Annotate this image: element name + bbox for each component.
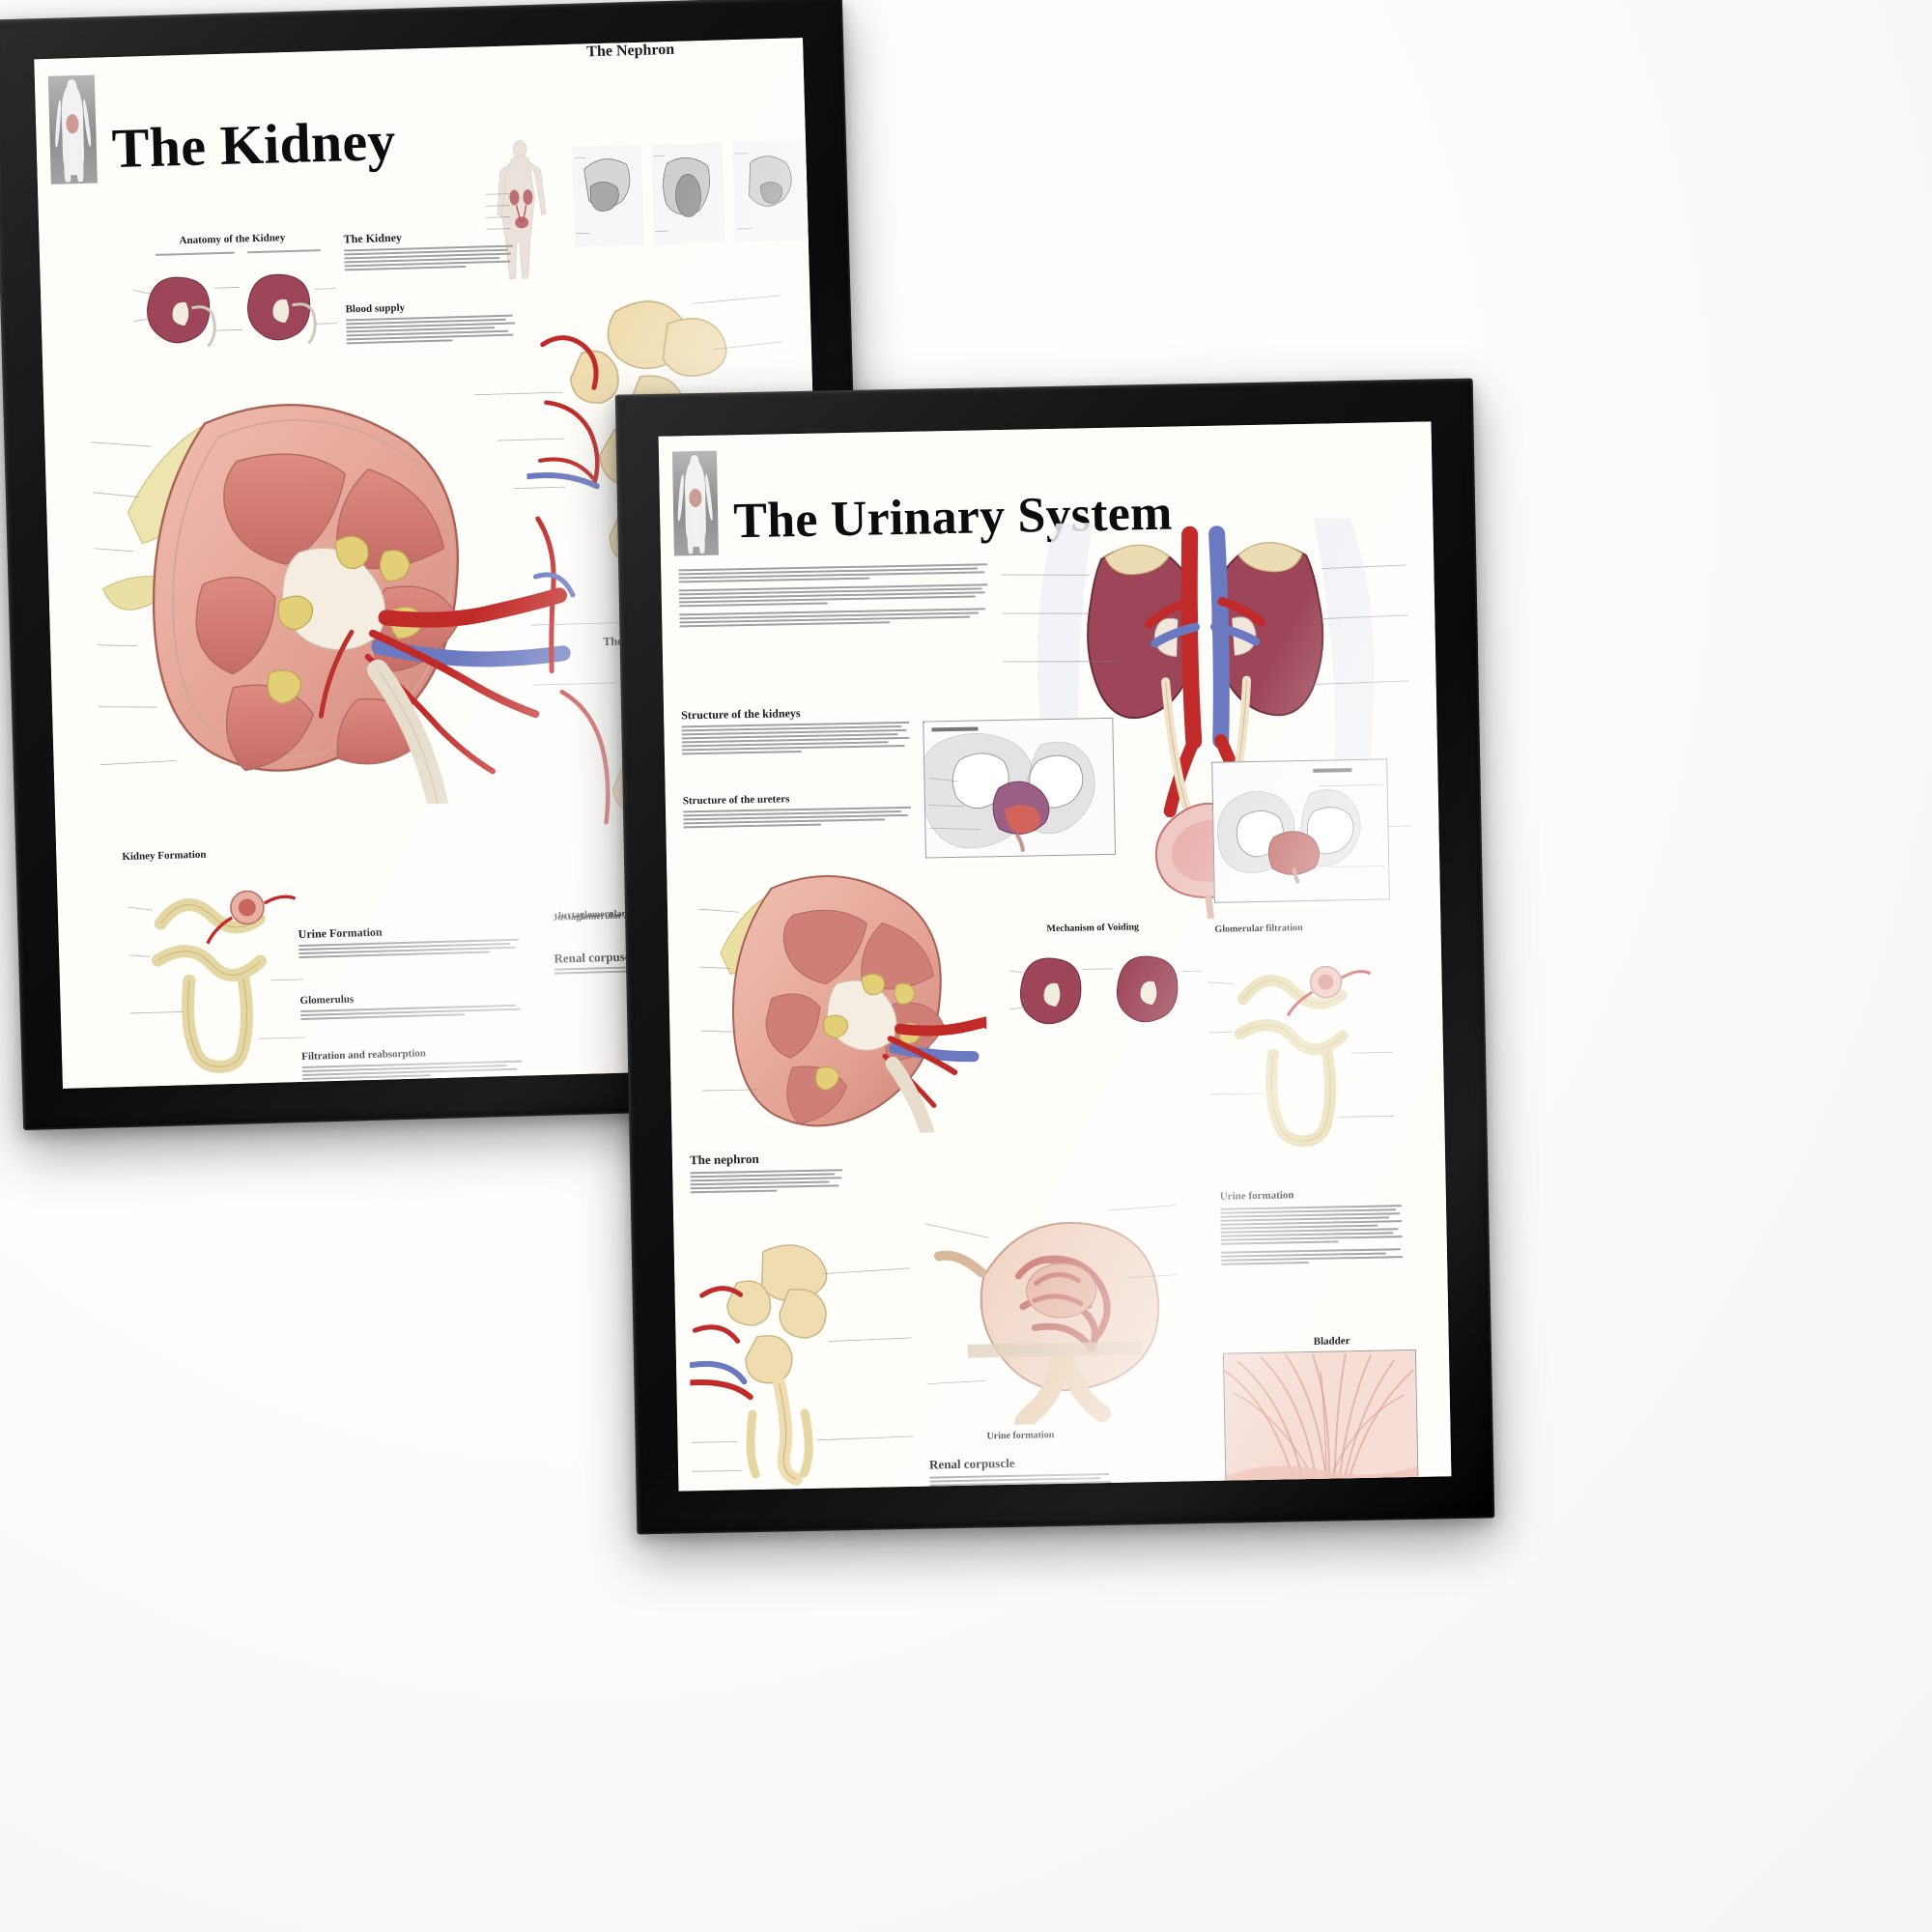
caption-the-kidney-section: The Kidney: [343, 230, 403, 246]
label-posterior-view: [246, 249, 321, 254]
kidney-pair-pair-detail: [1009, 936, 1204, 1046]
text-block-structure-ureters: [683, 806, 913, 831]
human-body-figure-icon: [671, 450, 719, 556]
text-block-urine-formation: [298, 938, 521, 960]
text-block-urine-formation-urinary: [1220, 1205, 1405, 1267]
caption-glomerulus: Glomerulus: [299, 993, 355, 1008]
nephron-glomerulus-loop: [1208, 936, 1395, 1162]
text-block-the-nephron-urinary: [690, 1169, 844, 1195]
caption-structure-of-the-ureters: Structure of the ureters: [682, 793, 790, 808]
caption-glomerular-filtration: Glomerular filtration: [1214, 923, 1303, 935]
nephron-full-diagram: [687, 1234, 915, 1492]
caption-bladder-inset: Bladder: [1313, 1335, 1350, 1348]
caption-the-nephron: The Nephron: [586, 41, 675, 61]
glomerulus-capsule-detail: [127, 864, 306, 1081]
text-block-urinary-intro: [678, 563, 988, 629]
caption-the-nephron-urinary: The nephron: [689, 1151, 759, 1168]
grayscale-anatomy-thumbnails: [570, 134, 814, 257]
caption-urine-formation: Urine Formation: [298, 924, 383, 942]
caption-blood-supply: Blood supply: [345, 301, 406, 316]
kidney-coronal-cross-section: [697, 845, 989, 1138]
label-abdominal-aorta: [155, 251, 235, 256]
bladder-inset: [923, 721, 925, 724]
kidney-header: The Kidney: [47, 67, 397, 185]
caption-urine-formation-urinary: Urine formation: [1219, 1189, 1294, 1203]
caption-filtration: Filtration and reabsorption: [301, 1047, 427, 1063]
caption-anatomy-of-the-kidney: Anatomy of the Kidney: [179, 232, 286, 247]
poster-the-urinary-system[interactable]: The Urinary System: [614, 378, 1495, 1535]
caption-renal-corpuscle-urinary: Renal corpuscle: [928, 1455, 1015, 1472]
poster-sheet-urinary: The Urinary System: [658, 421, 1452, 1492]
bladder-mucosa-photomicrograph: [1222, 1349, 1419, 1492]
text-block-the-kidney: [343, 244, 514, 273]
human-body-figure-icon: [47, 74, 98, 185]
text-block-glomerulus: [299, 1004, 523, 1022]
male-pelvis-grayscale-inset: [923, 717, 1116, 859]
renal-corpuscle-magnified: [924, 1180, 1180, 1427]
caption-structure-of-the-kidneys: Structure of the kidneys: [681, 706, 801, 723]
kidney-coronal-cross-section: [89, 346, 575, 813]
female-pelvis-grayscale-inset: [1211, 758, 1390, 903]
text-block-structure-kidneys: [681, 721, 912, 757]
caption-mechanism-of-voiding: Mechanism of Voiding: [1046, 922, 1140, 935]
text-block-blood-supply: [345, 314, 516, 347]
caption-glomerular-structure: Urine formation: [986, 1430, 1055, 1442]
kidney-pair-posterior-view: [132, 256, 338, 368]
poster-title-kidney: The Kidney: [110, 108, 397, 181]
full-body-urinary-tract-figure: [476, 136, 567, 283]
caption-kidney-formation: Kidney Formation: [122, 848, 207, 864]
